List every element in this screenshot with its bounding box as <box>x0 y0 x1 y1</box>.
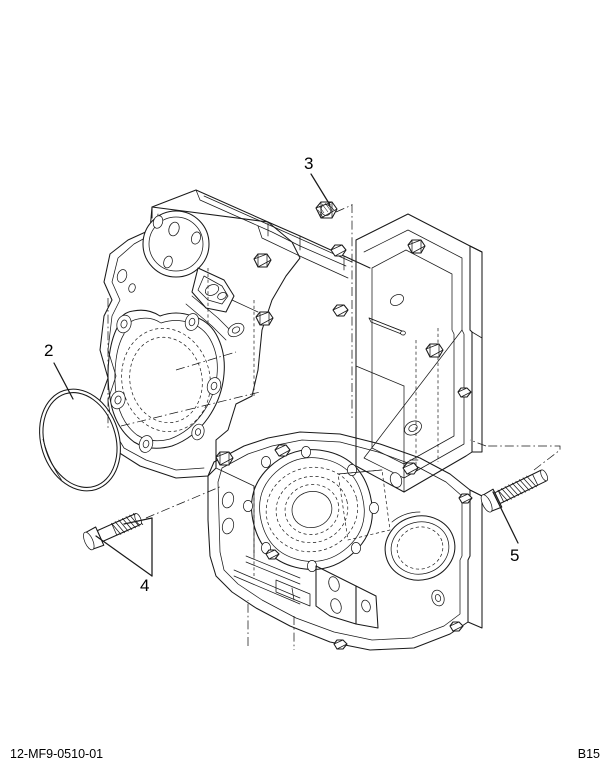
installed-fasteners <box>215 239 473 650</box>
callout-3: 3 <box>304 154 314 173</box>
housing-rear-plate <box>355 213 483 493</box>
housing-front-lower <box>207 431 483 651</box>
callout-5: 5 <box>510 546 520 565</box>
page-code: B15 <box>577 747 600 761</box>
assembly-axis-lines <box>107 204 561 650</box>
callout-2: 2 <box>44 341 54 360</box>
hex-bolt-head-installed <box>215 239 473 650</box>
part-o-ring <box>39 388 121 492</box>
drawing-number: 12-MF9-0510-01 <box>10 747 104 761</box>
pump-seal-flange <box>107 309 225 453</box>
part-hex-nut <box>315 201 338 219</box>
part-short-bolt <box>83 513 144 551</box>
sheet-footer: 12-MF9-0510-01 B15 <box>0 737 610 777</box>
housing-front-upper <box>99 206 301 479</box>
part-long-bolt <box>480 469 549 513</box>
callout-4: 4 <box>140 576 150 595</box>
leader-lines <box>53 173 519 577</box>
